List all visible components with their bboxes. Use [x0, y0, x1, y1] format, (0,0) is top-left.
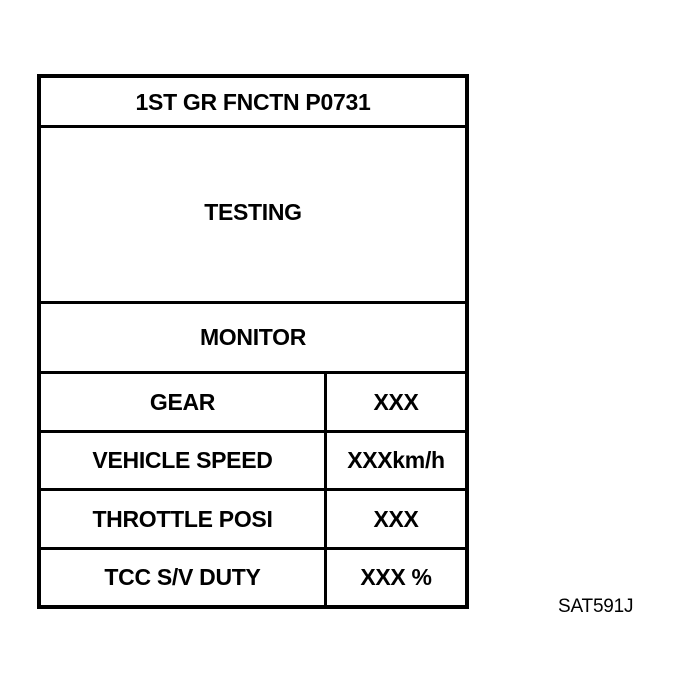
monitor-row-vehicle-speed: VEHICLE SPEED XXXkm/h [41, 433, 465, 491]
row-label: TCC S/V DUTY [41, 550, 327, 605]
monitor-header: MONITOR [41, 304, 465, 374]
row-label: THROTTLE POSI [41, 491, 327, 547]
figure-code: SAT591J [558, 596, 634, 617]
row-value: XXX % [360, 564, 432, 590]
row-value: XXX [373, 505, 419, 532]
row-value: XXXkm/h [347, 447, 445, 473]
screen-title: 1ST GR FNCTN P0731 [41, 78, 465, 128]
monitor-row-gear: GEAR XXX [41, 374, 465, 433]
row-label: VEHICLE SPEED [41, 433, 327, 488]
monitor-row-tcc-sv-duty: TCC S/V DUTY XXX % [41, 550, 465, 605]
row-value: XXX [373, 388, 419, 415]
testing-status: TESTING [41, 128, 465, 304]
consult-screen: 1ST GR FNCTN P0731 TESTING MONITOR GEAR … [37, 74, 469, 609]
row-label: GEAR [41, 374, 327, 430]
monitor-row-throttle-posi: THROTTLE POSI XXX [41, 491, 465, 550]
